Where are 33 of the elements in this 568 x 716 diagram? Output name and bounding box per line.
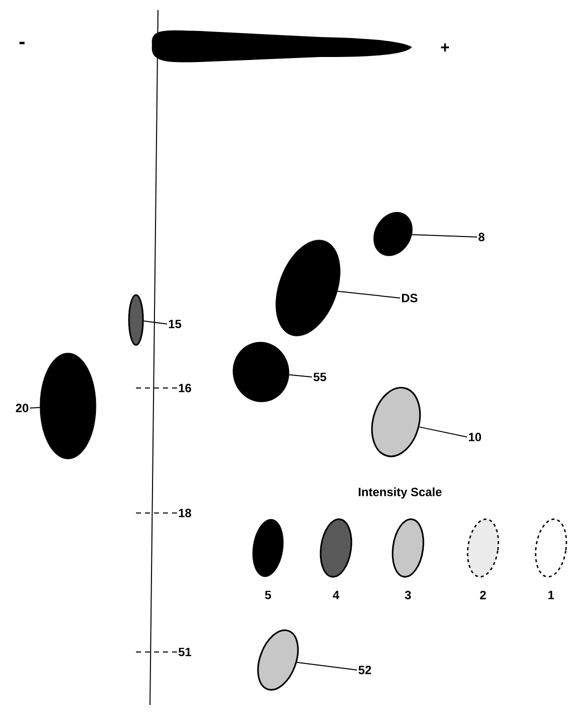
- spot: [373, 212, 413, 256]
- spot-number: 52: [358, 666, 372, 674]
- leader-line: [296, 662, 358, 670]
- spot: [257, 629, 299, 691]
- leader-line: [412, 234, 478, 238]
- spot: [371, 386, 421, 458]
- leader-line: [418, 426, 468, 438]
- spot-number: DS: [402, 294, 418, 302]
- leader-line: [337, 290, 400, 298]
- scale-number: 5: [265, 590, 271, 600]
- spot-number: 16: [178, 384, 192, 392]
- spot: [232, 342, 290, 402]
- leader-line: [134, 512, 178, 514]
- spot-number: 51: [178, 648, 192, 656]
- scale-number: 1: [548, 590, 554, 600]
- spot-number: 20: [16, 404, 28, 412]
- leader-line: [143, 320, 168, 324]
- scale-number: 3: [404, 590, 411, 600]
- spot: [276, 240, 340, 336]
- minus-sign: -: [19, 42, 25, 44]
- plus-sign: +: [441, 43, 449, 52]
- leader-line: [288, 374, 312, 378]
- spot: [40, 352, 96, 460]
- leader-line: [30, 406, 40, 408]
- scale-heading: Intensity Scale: [358, 487, 442, 499]
- spot-number: 8: [478, 232, 484, 242]
- spot-number: 15: [168, 320, 182, 328]
- spot-number: 10: [468, 432, 482, 442]
- scale-number: 4: [332, 590, 340, 600]
- scale-number: 2: [480, 590, 486, 600]
- spot-number: 55: [314, 372, 326, 382]
- spot: [128, 294, 144, 346]
- spot-number: 18: [178, 508, 192, 518]
